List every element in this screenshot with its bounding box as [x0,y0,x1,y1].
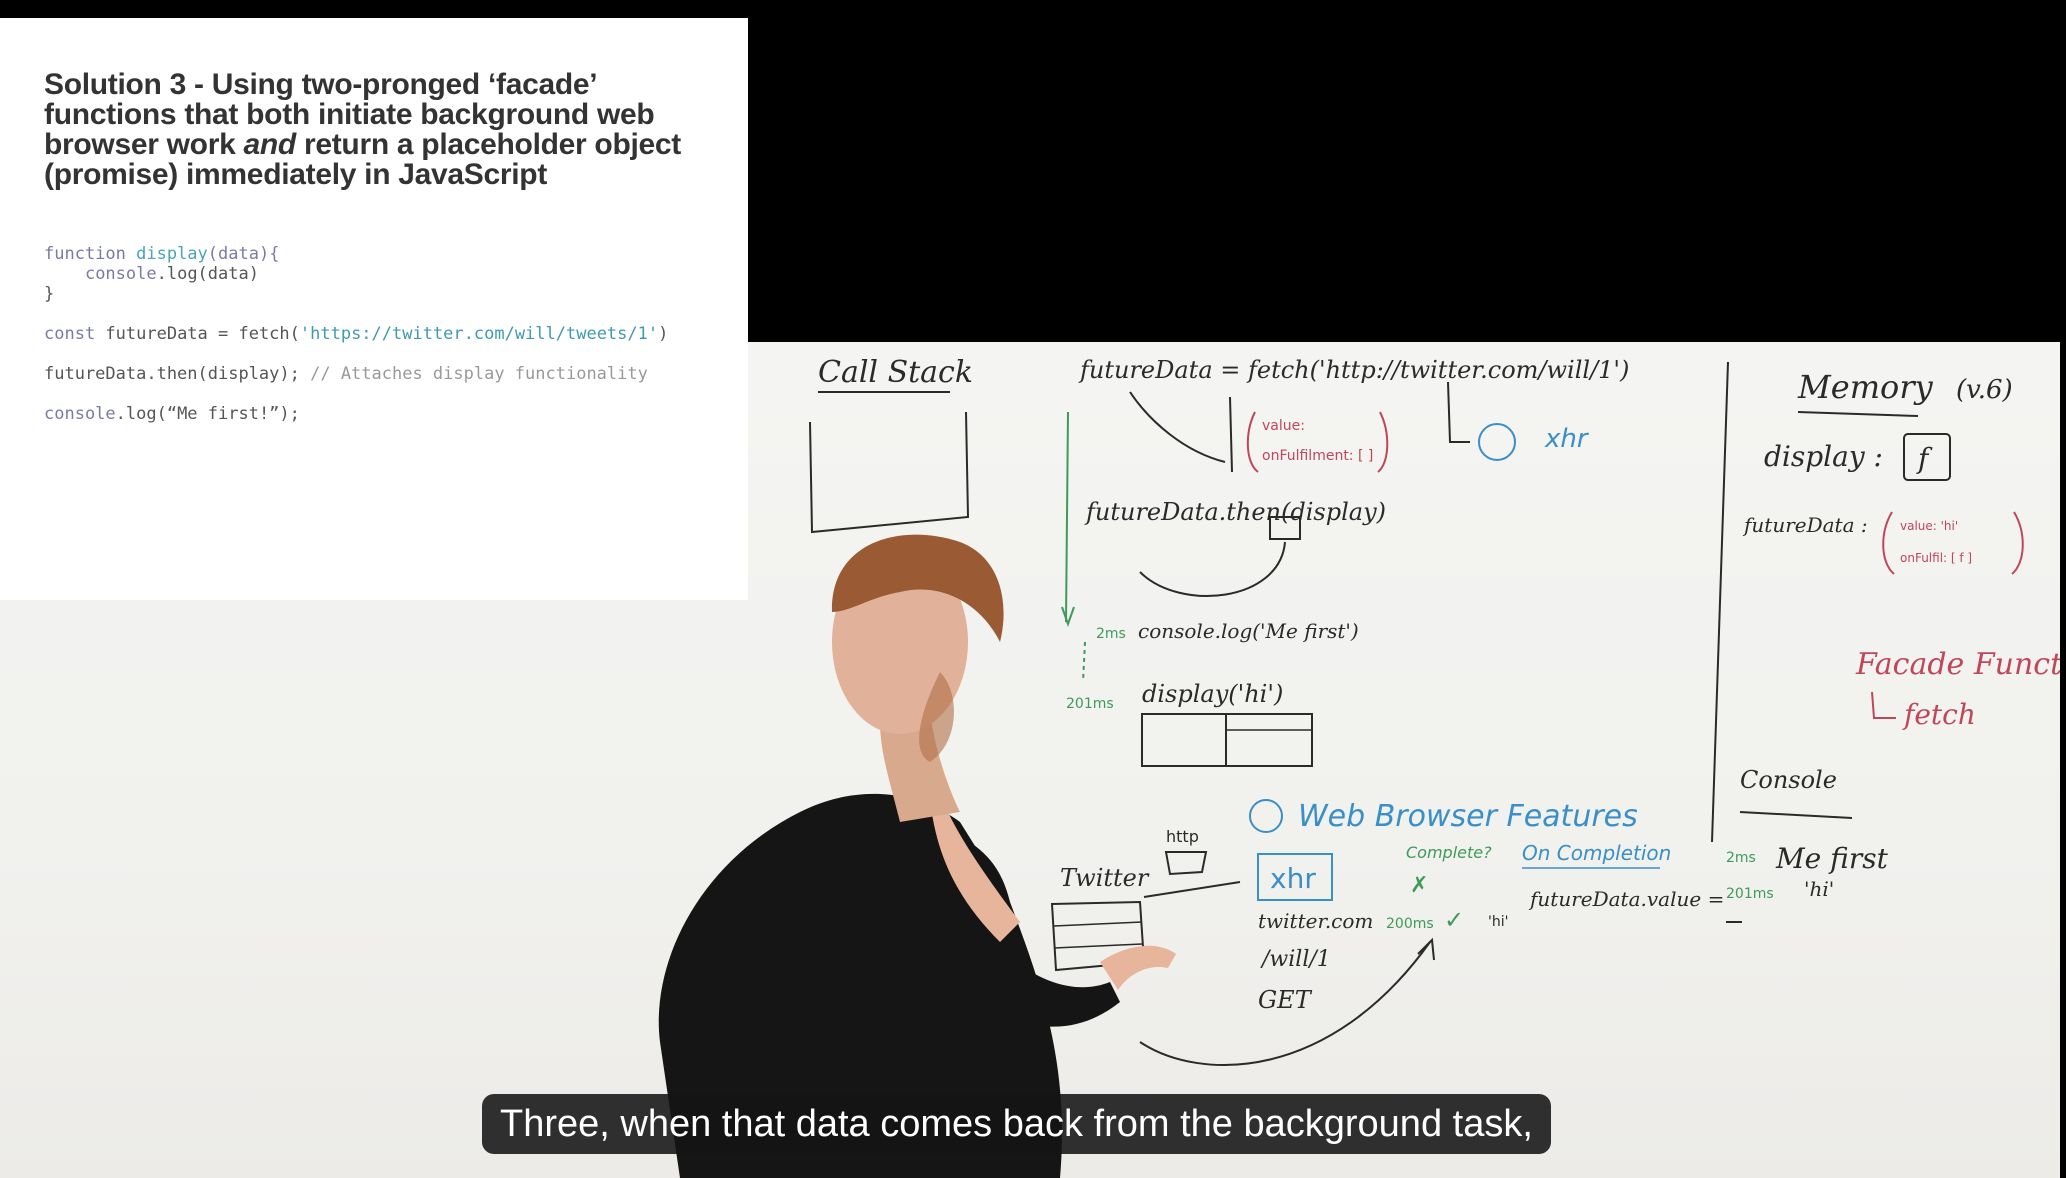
wb-xhr-top: xhr [1544,424,1590,454]
memory-version: (v.6) [1956,375,2013,405]
web-browser-features-label: Web Browser Features [1298,799,1638,834]
code-line-4: const futureData = fetch('https://twitte… [44,324,669,344]
svg-text:201ms: 201ms [1066,696,1114,712]
facade-functions-label: Facade Functions [1855,647,2060,682]
console-label: Console [1740,766,1837,794]
svg-text:2ms: 2ms [1726,850,1756,866]
console-output-1: Me first [1775,842,1889,875]
svg-text:✓: ✓ [1444,906,1464,934]
svg-text:value:: value: [1262,418,1305,434]
will-1-label: /will/1 [1260,947,1331,972]
svg-text:'hi': 'hi' [1488,914,1508,930]
call-stack-label: Call Stack [818,355,973,390]
svg-text:value: 'hi': value: 'hi' [1900,519,1958,533]
display-line: display('hi') [1142,680,1283,708]
code-line-3: } [44,284,55,304]
presenter [658,534,1176,1178]
fetch-line: futureData = fetch('http://twitter.com/w… [1078,356,1629,384]
svg-text:2ms: 2ms [1096,626,1126,642]
complete-label: Complete? [1406,843,1492,862]
code-block: function display(data){ console.log(data… [44,244,704,424]
code-line-5: futureData.then(display); // Attaches di… [44,364,648,384]
console-output-2: 'hi' [1804,877,1834,901]
slide-panel: Solution 3 - Using two-pronged ‘facade’ … [0,18,748,600]
svg-text:200ms: 200ms [1386,916,1434,932]
whiteboard: Call Stack futureData = fetch('http://tw… [0,342,2060,1178]
svg-text:futureData :: futureData : [1742,513,1868,537]
console-log-line: console.log('Me first') [1138,619,1359,643]
svg-text:display :: display : [1764,440,1883,473]
slide-title: Solution 3 - Using two-pronged ‘facade’ … [44,68,681,191]
get-label: GET [1258,986,1313,1014]
code-line-2: console.log(data) [84,264,259,284]
future-value-label: futureData.value = [1528,887,1724,911]
twitter-com-label: twitter.com [1258,909,1373,933]
on-completion-label: On Completion [1522,841,1671,865]
svg-text:onFulfilment: [ ]: onFulfilment: [ ] [1262,448,1373,464]
fetch-label: fetch [1902,698,1976,731]
svg-text:201ms: 201ms [1726,886,1774,902]
memory-label: Memory [1797,368,1934,406]
then-line: futureData.then(display) [1084,498,1386,526]
twitter-label: Twitter [1060,864,1150,892]
http-label: http [1166,827,1199,846]
code-line-1: function display(data){ [44,244,280,264]
svg-text:onFulfil: [ f ]: onFulfil: [ f ] [1900,551,1972,565]
svg-text:✗: ✗ [1410,873,1428,898]
code-line-6: console.log(“Me first!”); [44,404,300,424]
subtitle-caption: Three, when that data comes back from th… [482,1094,1551,1154]
wb-xhr-box: xhr [1270,862,1316,895]
whiteboard-drawing: Call Stack futureData = fetch('http://tw… [809,355,2060,1067]
